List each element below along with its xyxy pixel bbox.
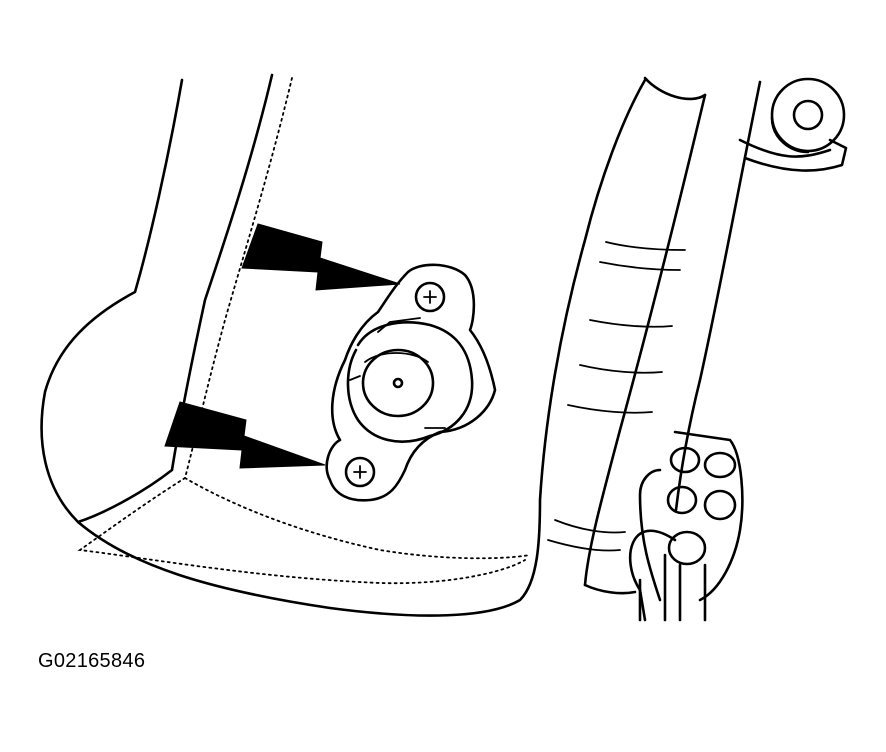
- figure-code: G02165846: [38, 650, 146, 672]
- top-fitting: [738, 77, 848, 172]
- vertical-strut: [547, 76, 762, 595]
- arrow-upper-bolt: [241, 223, 401, 291]
- housing-outline: [40, 73, 647, 617]
- sensor-flange: [325, 263, 497, 502]
- arrow-lower-bolt: [164, 401, 326, 469]
- connector-block: [628, 430, 744, 622]
